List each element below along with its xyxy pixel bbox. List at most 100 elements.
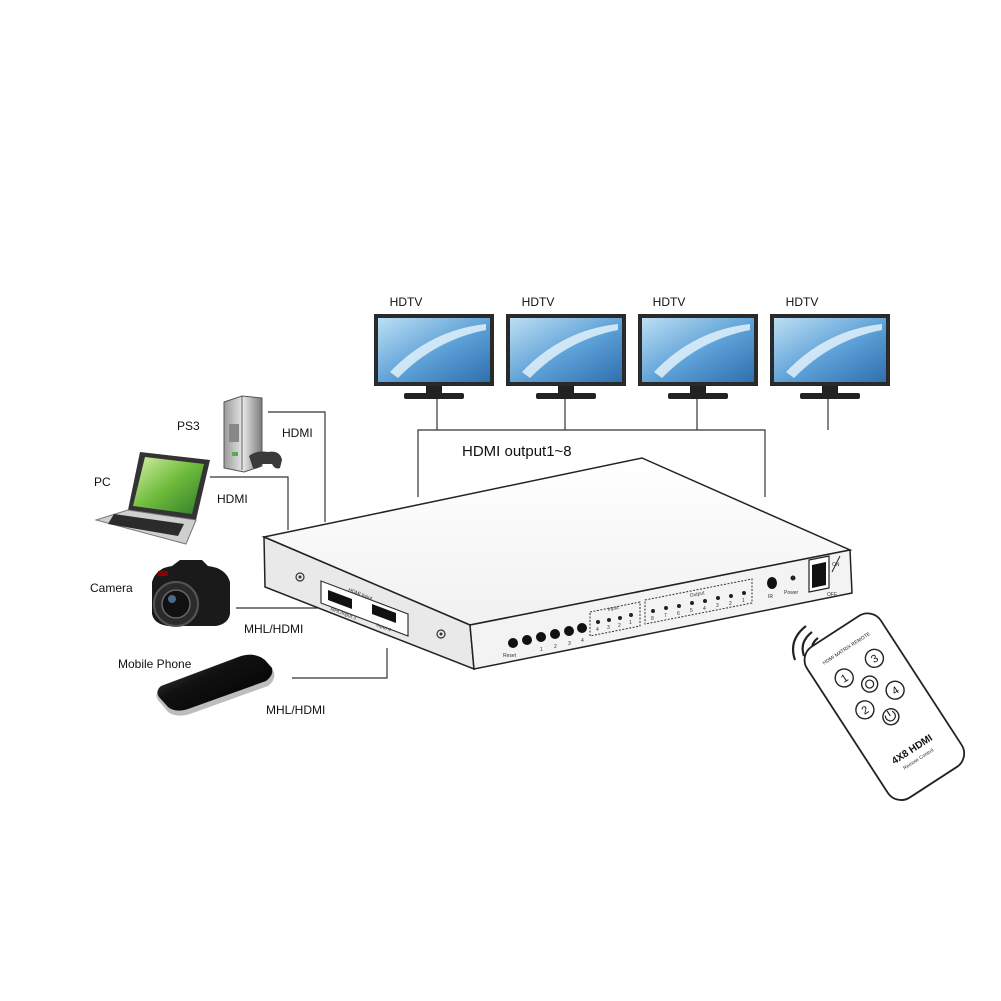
input-led-number: 2 bbox=[618, 623, 621, 629]
tv-2: HDTV bbox=[506, 295, 626, 399]
gamepad-icon bbox=[249, 451, 282, 469]
signal-wave-icon bbox=[791, 625, 807, 661]
remote-button-2[interactable] bbox=[852, 697, 877, 722]
power-label: Power bbox=[784, 590, 799, 596]
laptop-screen bbox=[133, 457, 204, 514]
output-led bbox=[690, 601, 694, 605]
output-led-number: 5 bbox=[690, 608, 693, 614]
button-number-3: 3 bbox=[568, 641, 571, 647]
output-led-number: 1 bbox=[742, 598, 745, 604]
output-led-number: 6 bbox=[677, 611, 680, 617]
ps3-label: PS3 bbox=[177, 419, 200, 433]
output-group-label: Output bbox=[689, 590, 705, 599]
remote-body bbox=[803, 612, 966, 801]
phone-label: Mobile Phone bbox=[118, 657, 192, 671]
tv-1-label: HDTV bbox=[390, 295, 423, 309]
camera-label: Camera bbox=[90, 581, 133, 595]
pc-label: PC bbox=[94, 475, 111, 489]
tv-3-label: HDTV bbox=[653, 295, 686, 309]
output-led-number: 2 bbox=[729, 601, 732, 607]
select-button-4[interactable] bbox=[577, 623, 587, 633]
input-group-label: Input bbox=[607, 605, 620, 613]
select-button-3[interactable] bbox=[564, 626, 574, 636]
phone-cable-label: MHL/HDMI bbox=[266, 703, 325, 717]
button-number-1: 1 bbox=[540, 647, 543, 653]
output-led-number: 3 bbox=[716, 603, 719, 609]
power-led bbox=[790, 575, 796, 581]
hdmi-port-4-label: Input 4 bbox=[375, 622, 392, 633]
switch-on-label: ON bbox=[832, 562, 840, 568]
input-led-number: 1 bbox=[629, 620, 632, 626]
remote-button-1-label: 1 bbox=[839, 672, 851, 685]
input-led bbox=[618, 616, 622, 620]
camera-cable-label: MHL/HDMI bbox=[244, 622, 303, 636]
output-led-number: 4 bbox=[703, 606, 706, 612]
input-led bbox=[607, 618, 611, 622]
reset-button[interactable] bbox=[508, 638, 518, 648]
output-led bbox=[651, 609, 655, 613]
switch-off-label: OFF bbox=[827, 592, 837, 598]
hdmi-port-4[interactable] bbox=[372, 604, 396, 623]
tv-2-stand bbox=[536, 393, 596, 399]
hdmi-input-panel bbox=[320, 580, 409, 637]
remote-button-4[interactable] bbox=[883, 678, 908, 703]
output-led bbox=[716, 596, 720, 600]
power-icon bbox=[884, 710, 896, 722]
ps3-cable-label: HDMI bbox=[282, 426, 313, 440]
tv-group: HDTV HDTV HDTV HDTV bbox=[374, 295, 890, 399]
input-wiring bbox=[210, 411, 388, 679]
tv-2-label: HDTV bbox=[522, 295, 555, 309]
output-led bbox=[677, 604, 681, 608]
output-led-number: 7 bbox=[664, 613, 667, 619]
screw-icon bbox=[436, 629, 446, 639]
remote-button-4-label: 4 bbox=[890, 684, 902, 697]
output-label: HDMI output1~8 bbox=[462, 443, 572, 460]
remote-button-3-label: 3 bbox=[869, 652, 881, 665]
button-number-4: 4 bbox=[581, 638, 584, 644]
power-switch[interactable] bbox=[812, 562, 826, 588]
ir-receiver bbox=[767, 577, 777, 589]
keyboard-icon bbox=[108, 514, 184, 536]
select-button-2[interactable] bbox=[550, 629, 560, 639]
remote-button-1[interactable] bbox=[832, 665, 857, 690]
remote-button-3[interactable] bbox=[862, 646, 887, 671]
output-led-group bbox=[644, 578, 753, 625]
output-led bbox=[742, 591, 746, 595]
tv-4: HDTV bbox=[770, 295, 890, 399]
pc-cable-label: HDMI bbox=[217, 492, 248, 506]
input-led-number: 4 bbox=[596, 627, 599, 633]
tv-3: HDTV bbox=[638, 295, 758, 399]
pc-laptop: PC HDMI bbox=[94, 452, 248, 545]
ps3-console: PS3 HDMI bbox=[177, 395, 313, 473]
reset-label: Reset bbox=[503, 653, 517, 659]
remote-center-button[interactable] bbox=[859, 673, 881, 695]
tv-3-stand bbox=[668, 393, 728, 399]
remote-button-2-label: 2 bbox=[860, 704, 872, 717]
screw-icon bbox=[295, 572, 305, 582]
switch-front-face bbox=[469, 549, 853, 670]
camera: Camera MHL/HDMI bbox=[90, 560, 303, 636]
phone-screen bbox=[157, 654, 273, 711]
input-led bbox=[596, 620, 600, 624]
remote-control: HDMI MATRIX REMOTE 1 3 2 4 4X8 HDMI Remo… bbox=[791, 612, 966, 801]
tv-4-label: HDTV bbox=[786, 295, 819, 309]
input-led-group bbox=[589, 601, 641, 637]
hdmi-port-3[interactable] bbox=[328, 590, 352, 609]
ir-label: IR bbox=[768, 594, 773, 600]
tv-1-stand bbox=[404, 393, 464, 399]
button-number-2: 2 bbox=[554, 644, 557, 650]
select-button-extra[interactable] bbox=[522, 635, 532, 645]
output-led bbox=[729, 594, 733, 598]
output-led bbox=[703, 599, 707, 603]
mobile-phone: Mobile Phone MHL/HDMI bbox=[118, 654, 325, 717]
tv-4-stand bbox=[800, 393, 860, 399]
output-led-number: 8 bbox=[651, 616, 654, 622]
input-led bbox=[629, 613, 633, 617]
select-button-1[interactable] bbox=[536, 632, 546, 642]
output-led bbox=[664, 606, 668, 610]
output-wiring bbox=[417, 399, 829, 497]
matrix-switch: HDMI Input MHL/Input 3 Input 4 Reset 1 2… bbox=[261, 457, 853, 671]
input-led-number: 3 bbox=[607, 625, 610, 631]
tv-1: HDTV bbox=[374, 295, 494, 399]
